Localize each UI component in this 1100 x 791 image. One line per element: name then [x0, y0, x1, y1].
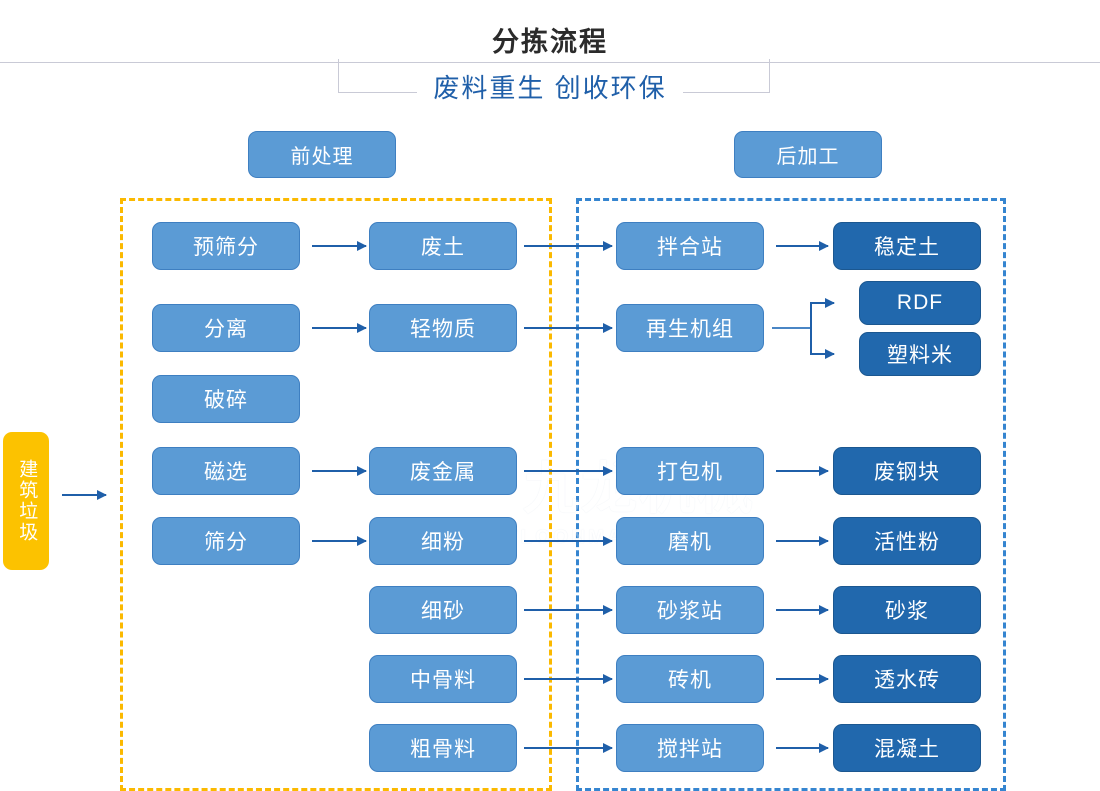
node-product-5-label: 活性粉 — [874, 531, 940, 554]
arrow-eq1-to-prod1 — [776, 245, 828, 247]
node-material-4[interactable]: 细粉 — [369, 517, 517, 565]
branch-bus — [810, 302, 812, 354]
branch-stem — [772, 327, 812, 329]
arrow-pre5-to-mat4 — [312, 540, 366, 542]
arrow-mat4-to-eq4 — [524, 540, 612, 542]
node-material-6-label: 中骨料 — [410, 669, 476, 692]
node-material-5-label: 细砂 — [421, 600, 465, 623]
arrow-pre1-to-mat1 — [312, 245, 366, 247]
arrow-eq7-to-prod8 — [776, 747, 828, 749]
arrow-branch-to-rdf — [810, 302, 834, 304]
node-material-2[interactable]: 轻物质 — [369, 304, 517, 352]
node-equipment-5[interactable]: 砂浆站 — [616, 586, 764, 634]
arrow-eq4-to-prod5 — [776, 540, 828, 542]
node-material-1-label: 废土 — [421, 236, 465, 259]
node-pre-2[interactable]: 分离 — [152, 304, 300, 352]
arrow-mat6-to-eq6 — [524, 678, 612, 680]
node-pre-5[interactable]: 筛分 — [152, 517, 300, 565]
arrow-mat3-to-eq3 — [524, 470, 612, 472]
arrow-eq6-to-prod7 — [776, 678, 828, 680]
arrow-mat7-to-eq7 — [524, 747, 612, 749]
node-material-4-label: 细粉 — [421, 531, 465, 554]
section-tag-pre[interactable]: 前处理 — [248, 131, 396, 178]
node-material-7-label: 粗骨料 — [410, 738, 476, 761]
node-product-7-label: 透水砖 — [874, 669, 940, 692]
arrow-input-to-pre — [62, 494, 106, 496]
section-tag-pre-label: 前处理 — [290, 146, 354, 168]
node-material-1[interactable]: 废土 — [369, 222, 517, 270]
node-equipment-4-label: 磨机 — [668, 531, 712, 554]
node-material-3[interactable]: 废金属 — [369, 447, 517, 495]
node-equipment-6[interactable]: 砖机 — [616, 655, 764, 703]
node-product-6-label: 砂浆 — [885, 600, 929, 623]
arrow-mat5-to-eq5 — [524, 609, 612, 611]
node-pre-4[interactable]: 磁选 — [152, 447, 300, 495]
page-subtitle-text: 废料重生 创收环保 — [417, 68, 683, 105]
node-pre-4-label: 磁选 — [204, 461, 248, 484]
node-product-1[interactable]: 稳定土 — [833, 222, 981, 270]
node-equipment-4[interactable]: 磨机 — [616, 517, 764, 565]
node-equipment-6-label: 砖机 — [668, 669, 712, 692]
node-product-2-label: RDF — [896, 291, 944, 314]
node-pre-2-label: 分离 — [204, 318, 248, 341]
node-equipment-7-label: 搅拌站 — [657, 738, 723, 761]
arrow-pre4-to-mat3 — [312, 470, 366, 472]
node-material-6[interactable]: 中骨料 — [369, 655, 517, 703]
node-pre-1-label: 预筛分 — [193, 236, 259, 259]
node-product-6[interactable]: 砂浆 — [833, 586, 981, 634]
group-frame-pre-process — [120, 198, 552, 791]
node-product-3-label: 塑料米 — [887, 344, 953, 367]
page-title-text: 分拣流程 — [478, 20, 622, 59]
arrow-pre2-to-mat2 — [312, 327, 366, 329]
node-material-7[interactable]: 粗骨料 — [369, 724, 517, 772]
node-pre-3-label: 破碎 — [204, 389, 248, 412]
node-product-7[interactable]: 透水砖 — [833, 655, 981, 703]
node-material-5[interactable]: 细砂 — [369, 586, 517, 634]
section-tag-post-label: 后加工 — [776, 146, 840, 168]
node-product-5[interactable]: 活性粉 — [833, 517, 981, 565]
section-tag-post[interactable]: 后加工 — [734, 131, 882, 178]
node-product-8[interactable]: 混凝土 — [833, 724, 981, 772]
node-equipment-1-label: 拌合站 — [657, 236, 723, 259]
node-product-2[interactable]: RDF — [859, 281, 981, 325]
page-subtitle: 废料重生 创收环保 — [0, 68, 1100, 105]
arrow-eq5-to-prod6 — [776, 609, 828, 611]
node-product-8-label: 混凝土 — [874, 738, 940, 761]
arrow-eq3-to-prod4 — [776, 470, 828, 472]
node-product-1-label: 稳定土 — [874, 236, 940, 259]
node-equipment-2[interactable]: 再生机组 — [616, 304, 764, 352]
node-material-3-label: 废金属 — [410, 461, 476, 484]
node-equipment-1[interactable]: 拌合站 — [616, 222, 764, 270]
node-product-4-label: 废钢块 — [874, 461, 940, 484]
node-equipment-2-label: 再生机组 — [646, 318, 734, 341]
node-equipment-5-label: 砂浆站 — [657, 600, 723, 623]
node-pre-5-label: 筛分 — [204, 531, 248, 554]
node-pre-1[interactable]: 预筛分 — [152, 222, 300, 270]
node-product-3[interactable]: 塑料米 — [859, 332, 981, 376]
node-product-4[interactable]: 废钢块 — [833, 447, 981, 495]
arrow-branch-to-plastic — [810, 353, 834, 355]
arrow-mat2-to-eq2 — [524, 327, 612, 329]
node-pre-3[interactable]: 破碎 — [152, 375, 300, 423]
node-equipment-7[interactable]: 搅拌站 — [616, 724, 764, 772]
input-construction-waste-label: 建筑垃圾 — [16, 459, 38, 543]
header-rule — [0, 62, 1100, 63]
arrow-mat1-to-eq1 — [524, 245, 612, 247]
page-title: 分拣流程 — [0, 20, 1100, 59]
group-frame-post-process — [576, 198, 1006, 791]
input-construction-waste[interactable]: 建筑垃圾 — [3, 432, 49, 570]
node-equipment-3[interactable]: 打包机 — [616, 447, 764, 495]
node-material-2-label: 轻物质 — [410, 318, 476, 341]
node-equipment-3-label: 打包机 — [657, 461, 723, 484]
